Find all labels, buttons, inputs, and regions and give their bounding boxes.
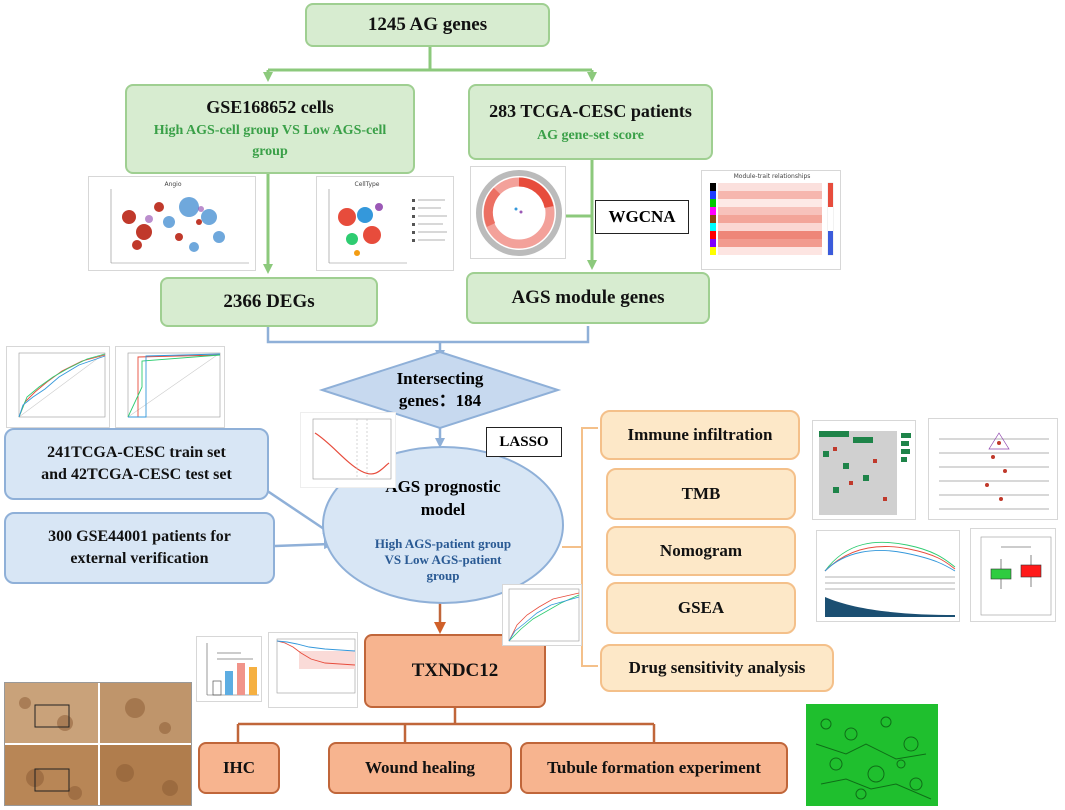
analysis-bracket xyxy=(562,427,598,667)
gse-cells-subtitle: High AGS-cell group VS Low AGS-cell grou… xyxy=(153,122,387,159)
umap-celltype-thumbnail: CellType xyxy=(316,176,454,271)
external-node: 300 GSE44001 patients for external verif… xyxy=(4,512,275,584)
intersecting-diamond xyxy=(318,350,562,430)
gse-cells-node: GSE168652 cells High AGS-cell group VS L… xyxy=(125,84,415,174)
analysis-drug: Drug sensitivity analysis xyxy=(600,644,834,692)
umap-celltype-title: CellType xyxy=(355,181,380,188)
tcga-patients-subtitle: AG gene-set score xyxy=(536,128,645,143)
ihc-images-thumbnail xyxy=(4,682,192,806)
km-model-thumbnail xyxy=(502,584,582,646)
intersecting-line2: genes：184 xyxy=(398,391,482,410)
experiment-ihc: IHC xyxy=(198,742,280,794)
external-line1: 300 GSE44001 patients for xyxy=(48,528,231,546)
degs-label: 2366 DEGs xyxy=(223,291,315,312)
train-test-line2: and 42TCGA-CESC test set xyxy=(41,466,232,483)
analysis-gsea: GSEA xyxy=(606,582,796,634)
lasso-label: LASSO xyxy=(486,427,562,457)
model-subtitle: High AGS-patient group VS Low AGS-patien… xyxy=(374,535,512,584)
analysis-nomogram: Nomogram xyxy=(606,526,796,576)
oncoplot-thumbnail xyxy=(812,420,916,520)
module-trait-title: Module-trait relationships xyxy=(734,173,811,180)
degs-node: 2366 DEGs xyxy=(160,277,378,327)
tcga-patients-node: 283 TCGA-CESC patients AG gene-set score xyxy=(468,84,713,160)
train-test-line1: 241TCGA-CESC train set xyxy=(47,444,226,462)
roc-train-thumbnail xyxy=(6,346,110,428)
train-test-node: 241TCGA-CESC train set and 42TCGA-CESC t… xyxy=(4,428,269,500)
circos-thumbnail xyxy=(470,166,566,259)
experiment-wound: Wound healing xyxy=(328,742,512,794)
ags-module-node: AGS module genes xyxy=(466,272,710,324)
experiment-tubule: Tubule formation experiment xyxy=(520,742,788,794)
model-label: AGS prognostic model High AGS-patient gr… xyxy=(353,470,533,590)
module-trait-thumbnail: Module-trait relationships xyxy=(701,170,841,270)
roc-test-thumbnail xyxy=(115,346,225,428)
intersecting-label: Intersecting genes：184 xyxy=(340,362,540,418)
lasso-plot-thumbnail xyxy=(300,412,396,488)
intersecting-line1: Intersecting xyxy=(396,368,484,388)
ag-genes-node: 1245 AG genes xyxy=(305,3,550,47)
tubule-image-thumbnail xyxy=(806,704,938,806)
km-txndc12-thumbnail xyxy=(268,632,358,708)
txndc12-node: TXNDC12 xyxy=(364,634,546,708)
orange-connectors xyxy=(236,600,656,742)
analysis-tmb: TMB xyxy=(606,468,796,520)
gse-cells-title: GSE168652 cells xyxy=(206,97,334,118)
model-title: AGS prognostic model xyxy=(385,476,501,519)
tcga-patients-title: 283 TCGA-CESC patients xyxy=(489,101,692,121)
umap-angio-thumbnail: Angio xyxy=(88,176,256,271)
ags-module-label: AGS module genes xyxy=(511,287,665,308)
ag-genes-label: 1245 AG genes xyxy=(367,14,488,35)
expression-bar-thumbnail xyxy=(196,636,262,702)
umap-angio-title: Angio xyxy=(164,181,181,188)
wgcna-label: WGCNA xyxy=(595,200,689,234)
forest-plot-thumbnail xyxy=(928,418,1058,520)
external-line2: external verification xyxy=(70,550,209,567)
analysis-immune: Immune infiltration xyxy=(600,410,800,460)
gsea-thumbnail xyxy=(816,530,960,622)
boxplot-thumbnail xyxy=(970,528,1056,622)
